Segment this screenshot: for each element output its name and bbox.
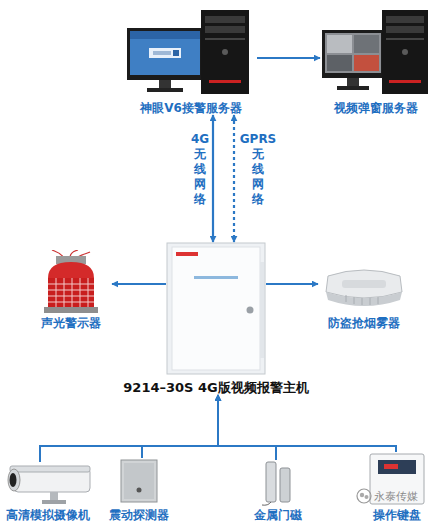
device-illustration xyxy=(248,460,308,506)
device-illustration xyxy=(320,8,432,96)
device-illustration xyxy=(0,462,96,506)
node-label: 高清模拟摄像机 xyxy=(6,508,90,522)
connector-arrow xyxy=(212,115,214,242)
alarm-host: 9214–30S 4G版视频报警主机 xyxy=(166,242,266,395)
watermark-text: 永泰传媒 xyxy=(374,489,418,504)
magnet-device: 金属门磁 xyxy=(248,460,308,522)
connector-arrow xyxy=(40,395,218,462)
smoke-device: 防盗抢烟雾器 xyxy=(318,262,410,330)
keypad-device: 操作键盘 xyxy=(362,452,432,522)
edge-label: 4G 无 线 网 络 xyxy=(188,132,212,207)
camera-device: 高清模拟摄像机 xyxy=(0,462,96,522)
device-illustration xyxy=(125,8,257,96)
device-illustration xyxy=(318,262,410,314)
server-computer: 神眼V6接警服务器 xyxy=(125,8,257,115)
connector-arrow xyxy=(266,283,318,285)
connector-arrow xyxy=(233,115,235,242)
node-label: 视频弹窗服务器 xyxy=(334,101,418,115)
node-label: 神眼V6接警服务器 xyxy=(140,101,242,115)
node-label: 震动探测器 xyxy=(109,508,169,522)
device-illustration xyxy=(104,458,174,504)
detector-device: 震动探测器 xyxy=(104,458,174,522)
node-label: 声光警示器 xyxy=(41,316,101,330)
connector-arrow xyxy=(112,283,166,285)
watermark-icon xyxy=(356,488,372,504)
node-label: 9214–30S 4G版视频报警主机 xyxy=(123,380,308,395)
device-illustration xyxy=(166,242,266,376)
device-illustration xyxy=(30,250,112,314)
node-label: 防盗抢烟雾器 xyxy=(328,316,400,330)
connector-arrow xyxy=(218,395,396,452)
connector-arrow xyxy=(257,57,320,59)
node-label: 金属门磁 xyxy=(254,508,302,522)
node-label: 操作键盘 xyxy=(373,508,421,522)
server-computer: 视频弹窗服务器 xyxy=(320,8,432,115)
edge-label: GPRS 无 线 网 络 xyxy=(238,132,278,207)
siren-device: 声光警示器 xyxy=(30,250,112,330)
connector-arrow xyxy=(142,395,218,458)
connector-arrow xyxy=(218,395,276,460)
